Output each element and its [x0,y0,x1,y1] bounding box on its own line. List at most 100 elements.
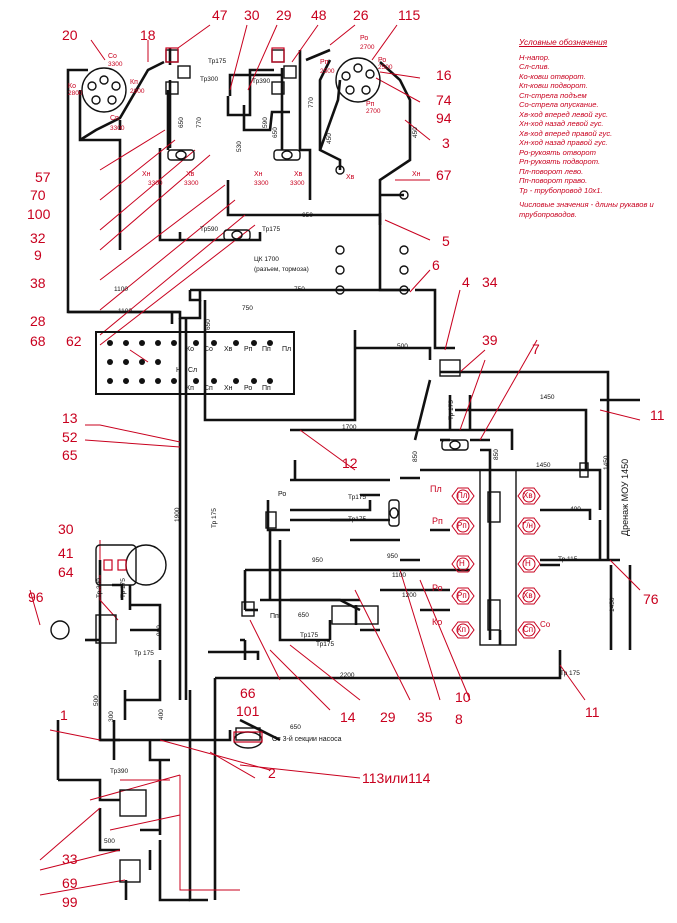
pipe-length: Тр175 [348,494,367,501]
pipe-length: Тр 175 [134,650,154,657]
callout-label: 65 [62,447,78,463]
callout-label: 99 [62,894,78,910]
pipe-length: 500 [93,695,100,706]
port-label: Кп [130,79,138,86]
pipe-length: 1450 [609,597,616,612]
callout-label: 101 [236,703,260,719]
port-label: Ко [68,83,76,90]
pipe-length: 3300 [290,180,305,187]
legend-item: Со-стрела опускание. [519,100,599,109]
callout-label: 38 [30,275,46,291]
callout-label: 7 [532,341,540,357]
legend-item: Тр - трубопровод 10х1. [519,185,603,195]
pipe-length: 500 [397,343,408,350]
pipe-length: 2700 [366,108,381,115]
pipe-length: 1100 [114,286,128,293]
pipe-length: 1100 [392,572,406,579]
callout-label: 62 [66,333,82,349]
pipe-length: Тр175 [316,641,335,648]
legend-item: Кп-ковш подворот. [519,81,588,90]
pipe-length: 1450 [536,462,551,469]
plate-port-label: Со [204,346,213,353]
plate-port-label: Н [176,367,182,374]
section-label: От 3-й секции насоса [272,736,342,743]
port-label: Рп [320,59,329,66]
callout-label: 67 [436,167,452,183]
distributor-port-label: Ко [432,617,443,627]
pipe-length: Тр175 [300,632,319,639]
legend-item: Хн-ход назад левой гус. [519,119,604,128]
pipe-length: Тр590 [200,226,219,233]
plate-port-label: Пп [262,385,271,392]
pipe-length: 750 [242,305,253,312]
components [50,49,589,883]
callout-label: 29 [276,7,292,23]
callout-label: 16 [436,67,452,83]
callout-label: 5 [442,233,450,249]
port-label: Хн [142,171,151,178]
port-label: Хн [254,171,263,178]
port-label: Хв [346,174,355,181]
pipe-length: 770 [308,97,315,108]
pipe-length: 1100 [118,308,132,315]
pipe-length: 3300 [184,180,199,187]
legend-item: Рп-рукоять подворот. [519,157,601,166]
callout-label: 30 [58,521,74,537]
callout-label: 18 [140,27,156,43]
pipe-length: 2500 [320,68,335,75]
legend-item: Н-напор. [519,52,551,62]
pipe-length: 770 [196,117,203,128]
plate-port-label: Хн [224,385,233,392]
callout-label: 3 [442,135,450,151]
pipe-length: Тр 175 [560,670,580,677]
distributor-port-label: Сп [523,625,534,634]
pipe-length: 2800 [130,88,145,95]
legend-item: Пл-поворот лево. [519,166,584,176]
drain-label: Дренаж МОУ 1450 [620,458,630,536]
distributor-port-label: Пл [457,491,468,500]
pipe-length: Тр300 [200,76,219,83]
distributor-port-label: Рп [432,516,443,526]
callout-label: 4 [462,274,470,290]
port-label: Хв [294,171,303,178]
legend-item: Сл-слив. [519,62,550,71]
plate-port-label: Кп [186,385,194,392]
pipe-length: 2800 [68,90,83,97]
legend-item: Пп-поворот право. [519,176,588,185]
pipe-length: 850 [493,449,500,460]
callout-label: 34 [482,274,498,290]
pipe-length: 1200 [402,592,417,599]
callout-label: 28 [30,313,46,329]
pipe-length: Тр 115 [558,556,578,563]
pipe-length: 1700 [342,424,357,431]
callout-label: 52 [62,429,78,445]
port-label: Ро [378,57,387,64]
pipe-length: 3300 [108,61,123,68]
callout-label: 11 [585,704,600,720]
callout-label: 64 [58,564,74,580]
red-highlights [103,47,285,743]
callout-label: 1 [60,707,68,723]
callout-label: 14 [340,709,356,725]
callout-label: 10 [455,689,471,705]
pipe-length: 3300 [254,180,269,187]
pipe-length: 650 [298,612,309,619]
port-label: Со [108,53,117,60]
pipe-length: 2500 [378,64,393,71]
legend-item: Хв-ход вперед левой гус. [519,109,609,119]
pipe-length: 950 [387,553,398,560]
pipe-length: Тр 175 [448,400,455,420]
distributor-port-label: Рп [457,591,467,600]
port-label: Хв [186,171,195,178]
plate-port-label: Пп [262,346,271,353]
pipe-length: 1450 [540,394,555,401]
pipe-length: Тр175 [208,58,227,65]
distributor-port-label: Пл [430,484,442,494]
pipe-length: 3300 [110,125,125,132]
distributor-port-label: Н [525,559,531,568]
callout-label: 94 [436,110,452,126]
distributor-port-label: Ро [278,491,287,498]
legend-item: Ро-рукоять отворот [519,147,596,157]
pipe-length: 590 [262,117,269,128]
callout-label: 32 [30,230,46,246]
